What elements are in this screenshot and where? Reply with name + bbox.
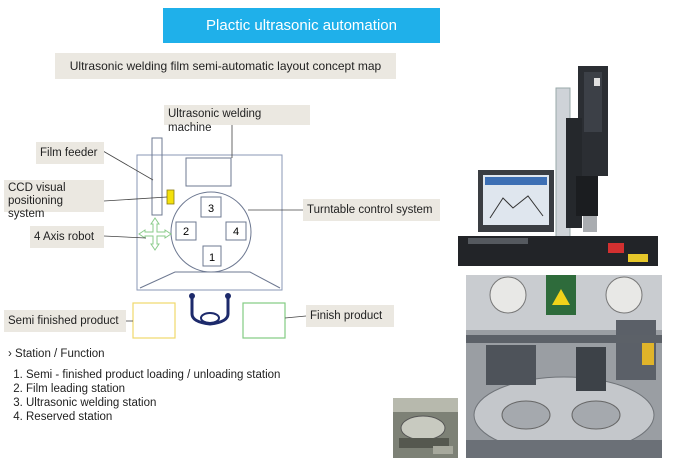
- robot-cross-arrow: [138, 217, 172, 251]
- station-number-3: 3: [208, 203, 214, 215]
- station-square-3: [200, 196, 222, 218]
- station-square-4: [225, 221, 247, 241]
- title-banner: Plactic ultrasonic automation: [163, 8, 440, 43]
- station-square-1: [202, 245, 222, 267]
- station-item: Film leading station: [26, 382, 280, 396]
- fixture-photo: [393, 398, 458, 458]
- label-semi-finished: Semi finished product: [4, 310, 126, 332]
- label-robot: 4 Axis robot: [30, 226, 104, 248]
- page-title: Plactic ultrasonic automation: [206, 17, 397, 34]
- stations-heading: › Station / Function: [8, 348, 105, 360]
- base-trapezoid: [139, 271, 281, 289]
- station-number-4: 4: [233, 226, 239, 238]
- turntable-photo: [466, 275, 662, 458]
- ccd-marker: [166, 189, 175, 205]
- station-number-1: 1: [209, 252, 215, 264]
- film-feeder-shape: [151, 137, 163, 216]
- label-turntable: Turntable control system: [303, 199, 440, 221]
- station-item: Reserved station: [26, 410, 280, 424]
- welding-machine-shape: [185, 157, 232, 187]
- semi-finished-box: [132, 302, 176, 339]
- station-number-2: 2: [183, 226, 189, 238]
- chevron-right-icon: ›: [8, 348, 12, 360]
- page-subtitle: Ultrasonic welding film semi-automatic l…: [69, 59, 382, 73]
- welding-machine-photo: [458, 58, 665, 266]
- label-film-feeder: Film feeder: [36, 142, 104, 164]
- label-finish: Finish product: [306, 305, 394, 327]
- station-square-2: [175, 221, 197, 241]
- label-ultrasonic-machine: Ultrasonic welding machine: [164, 105, 310, 134]
- station-function-list: › Station / Function Semi - finished pro…: [8, 347, 280, 424]
- station-item: Semi - finished product loading / unload…: [26, 368, 280, 382]
- finish-box: [242, 302, 286, 339]
- subtitle-box: Ultrasonic welding film semi-automatic l…: [55, 53, 396, 79]
- station-item: Ultrasonic welding station: [26, 396, 280, 410]
- label-ccd: CCD visual positioning system: [4, 180, 104, 220]
- station-frame: [136, 154, 283, 291]
